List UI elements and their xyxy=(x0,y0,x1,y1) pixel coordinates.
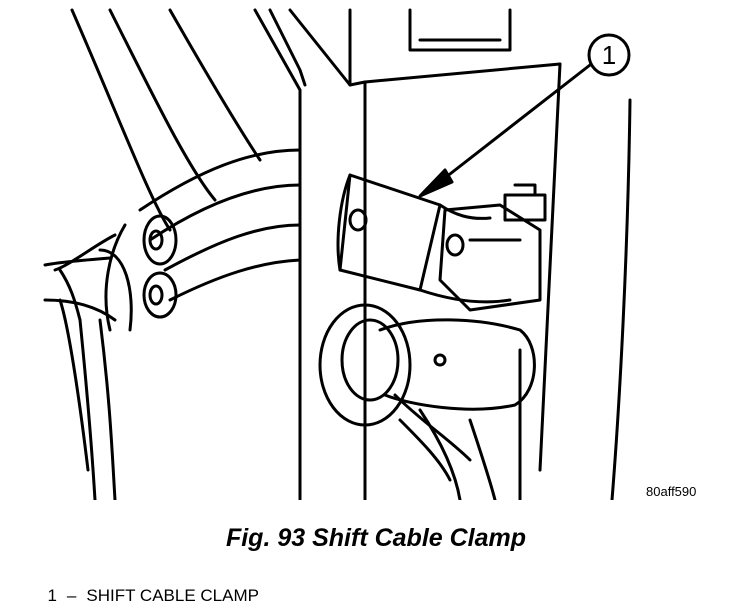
legend-item-label: SHIFT CABLE CLAMP xyxy=(86,586,259,605)
shift-cable-clamp xyxy=(336,173,512,304)
legend-item-number: 1 xyxy=(47,586,57,605)
console-pillar xyxy=(253,8,562,500)
left-panel-outline xyxy=(58,8,262,500)
part-id-label: 80aff590 xyxy=(646,484,697,499)
shift-lever-pivot xyxy=(318,303,536,500)
shift-cable-clamp-illustration: 1 xyxy=(43,8,632,500)
callout-number: 1 xyxy=(602,40,616,70)
legend-item-separator: – xyxy=(66,586,77,605)
callout-1 xyxy=(418,33,631,198)
right-edge-line xyxy=(610,98,632,500)
figure-caption: Fig. 93 Shift Cable Clamp xyxy=(225,524,527,552)
shift-cables xyxy=(43,148,302,332)
legend: 1–SHIFT CABLE CLAMP xyxy=(38,566,259,606)
mounting-bracket xyxy=(438,183,547,312)
